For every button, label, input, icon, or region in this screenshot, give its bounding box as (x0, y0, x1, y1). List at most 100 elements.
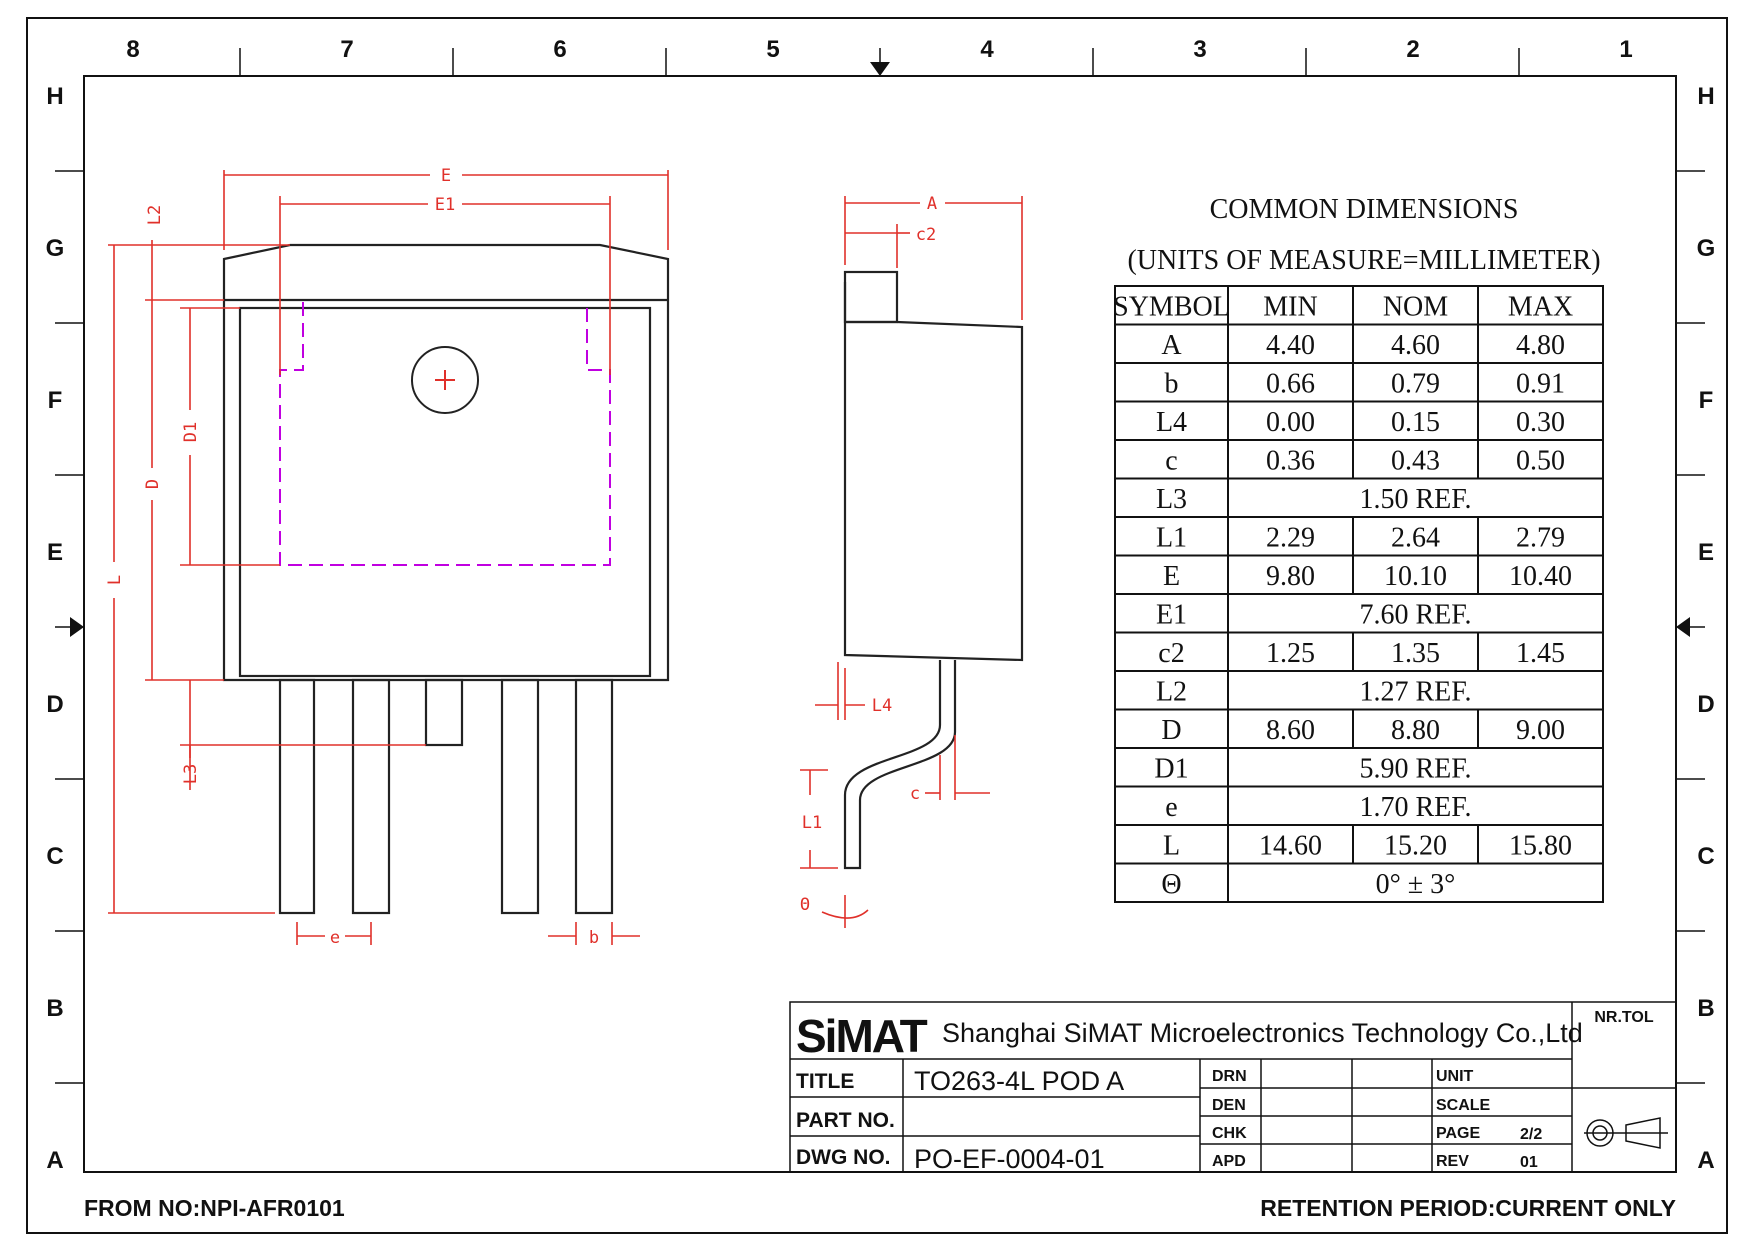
zone-right-A: A (1697, 1147, 1714, 1174)
package-body-outline (222, 243, 670, 682)
zone-left-E: E (47, 539, 63, 566)
table-nom-cell: 2.64 (1391, 523, 1440, 554)
table-symbol-cell: L (1163, 831, 1180, 862)
zone-right-E: E (1698, 539, 1714, 566)
logo-text: SiMAT (796, 1010, 928, 1062)
retention-period: RETENTION PERIOD:CURRENT ONLY (1260, 1195, 1676, 1221)
table-nom-cell: 8.80 (1391, 715, 1440, 746)
chk-label: CHK (1212, 1125, 1247, 1142)
table-max-cell: 0.91 (1516, 369, 1565, 400)
table-symbol-cell: L3 (1156, 484, 1187, 515)
side-view: A c2 L4 L1 c Θ (800, 194, 1024, 928)
table-header-nom: NOM (1383, 292, 1448, 323)
dim-label-L1: L1 (802, 813, 822, 833)
table-nom-cell: 10.10 (1384, 561, 1447, 592)
tab-stub (424, 678, 464, 747)
table-max-cell: 1.45 (1516, 638, 1565, 669)
dim-label-L2: L2 (145, 205, 165, 225)
dim-label-D1: D1 (181, 422, 201, 442)
dim-label-D: D (143, 479, 163, 489)
table-max-cell: 15.80 (1509, 831, 1572, 862)
nr-tol-label: NR.TOL (1594, 1009, 1653, 1026)
title-label: TITLE (796, 1070, 854, 1093)
zone-top-7: 7 (340, 36, 353, 63)
zone-top-2: 2 (1406, 36, 1419, 63)
zone-left-D: D (46, 691, 63, 718)
dwg-no-value: PO-EF-0004-01 (914, 1144, 1105, 1174)
table-nom-cell: 0.79 (1391, 369, 1440, 400)
dim-label-E1: E1 (435, 195, 455, 215)
zone-right-D: D (1697, 691, 1714, 718)
table-symbol-cell: L2 (1156, 677, 1187, 708)
dim-label-c: c (910, 784, 920, 804)
company-name: Shanghai SiMAT Microelectronics Technolo… (942, 1018, 1583, 1048)
simat-logo: SiMAT (796, 1010, 938, 1062)
table-min-cell: 14.60 (1259, 831, 1322, 862)
zone-right-G: G (1697, 235, 1716, 262)
table-max-cell: 4.80 (1516, 330, 1565, 361)
table-title: COMMON DIMENSIONS (1210, 194, 1519, 225)
table-symbol-cell: L4 (1156, 407, 1187, 438)
zone-top-8: 8 (126, 36, 139, 63)
table-min-cell: 8.60 (1266, 715, 1315, 746)
table-min-cell: 4.40 (1266, 330, 1315, 361)
zone-left-G: G (46, 235, 65, 262)
zone-right-C: C (1697, 843, 1714, 870)
table-min-cell: 9.80 (1266, 561, 1315, 592)
table-max-cell: 2.79 (1516, 523, 1565, 554)
table-header-max: MAX (1508, 292, 1573, 323)
zone-left-B: B (46, 995, 63, 1022)
zone-right-H: H (1697, 83, 1714, 110)
zone-right-B: B (1697, 995, 1714, 1022)
dim-label-L: L (105, 575, 125, 585)
table-grid (1114, 285, 1604, 903)
table-min-cell: 2.29 (1266, 523, 1315, 554)
table-header-min: MIN (1263, 292, 1317, 323)
table-subtitle: (UNITS OF MEASURE=MILLIMETER) (1127, 245, 1600, 276)
dim-label-e: e (330, 928, 340, 948)
table-min-cell: 1.25 (1266, 638, 1315, 669)
table-symbol-cell: L1 (1156, 523, 1187, 554)
table-ref-cell: 1.50 REF. (1359, 484, 1471, 515)
exposed-pad-outline (279, 302, 611, 566)
zone-right-F: F (1699, 387, 1714, 414)
apd-label: APD (1212, 1153, 1246, 1170)
zone-left-F: F (48, 387, 63, 414)
dim-label-L3: L3 (181, 764, 201, 784)
zone-top-6: 6 (553, 36, 566, 63)
table-nom-cell: 4.60 (1391, 330, 1440, 361)
zone-left-C: C (46, 843, 63, 870)
table-nom-cell: 0.15 (1391, 407, 1440, 438)
zone-top-4: 4 (980, 36, 994, 63)
lead-4 (574, 678, 614, 915)
table-symbol-cell: A (1161, 330, 1182, 361)
zone-left-A: A (46, 1147, 63, 1174)
dim-label-E: E (441, 166, 451, 186)
side-tab (843, 270, 899, 324)
table-symbol-cell: c2 (1158, 638, 1184, 669)
table-ref-cell: 1.27 REF. (1359, 677, 1471, 708)
table-symbol-cell: Θ (1161, 869, 1181, 900)
zone-top-1: 1 (1619, 36, 1632, 63)
table-max-cell: 9.00 (1516, 715, 1565, 746)
part-no-label: PART NO. (796, 1109, 895, 1132)
table-min-cell: 0.66 (1266, 369, 1315, 400)
rev-value: 01 (1520, 1154, 1538, 1171)
table-nom-cell: 0.43 (1391, 446, 1440, 477)
lead-1 (278, 678, 316, 915)
table-symbol-cell: E1 (1156, 600, 1187, 631)
zone-left-H: H (46, 83, 63, 110)
den-label: DEN (1212, 1097, 1246, 1114)
table-symbol-cell: E (1163, 561, 1180, 592)
page-label: PAGE (1436, 1125, 1480, 1142)
dim-label-L4: L4 (872, 696, 892, 716)
dim-label-A: A (927, 194, 937, 214)
table-ref-cell: 7.60 REF. (1359, 600, 1471, 631)
center-arrows (70, 48, 1690, 637)
drn-label: DRN (1212, 1068, 1247, 1085)
table-min-cell: 0.00 (1266, 407, 1315, 438)
theta-arc (821, 909, 869, 919)
table-symbol-cell: e (1165, 792, 1177, 823)
title-value: TO263-4L POD A (914, 1066, 1124, 1096)
dwg-no-label: DWG NO. (796, 1146, 891, 1169)
